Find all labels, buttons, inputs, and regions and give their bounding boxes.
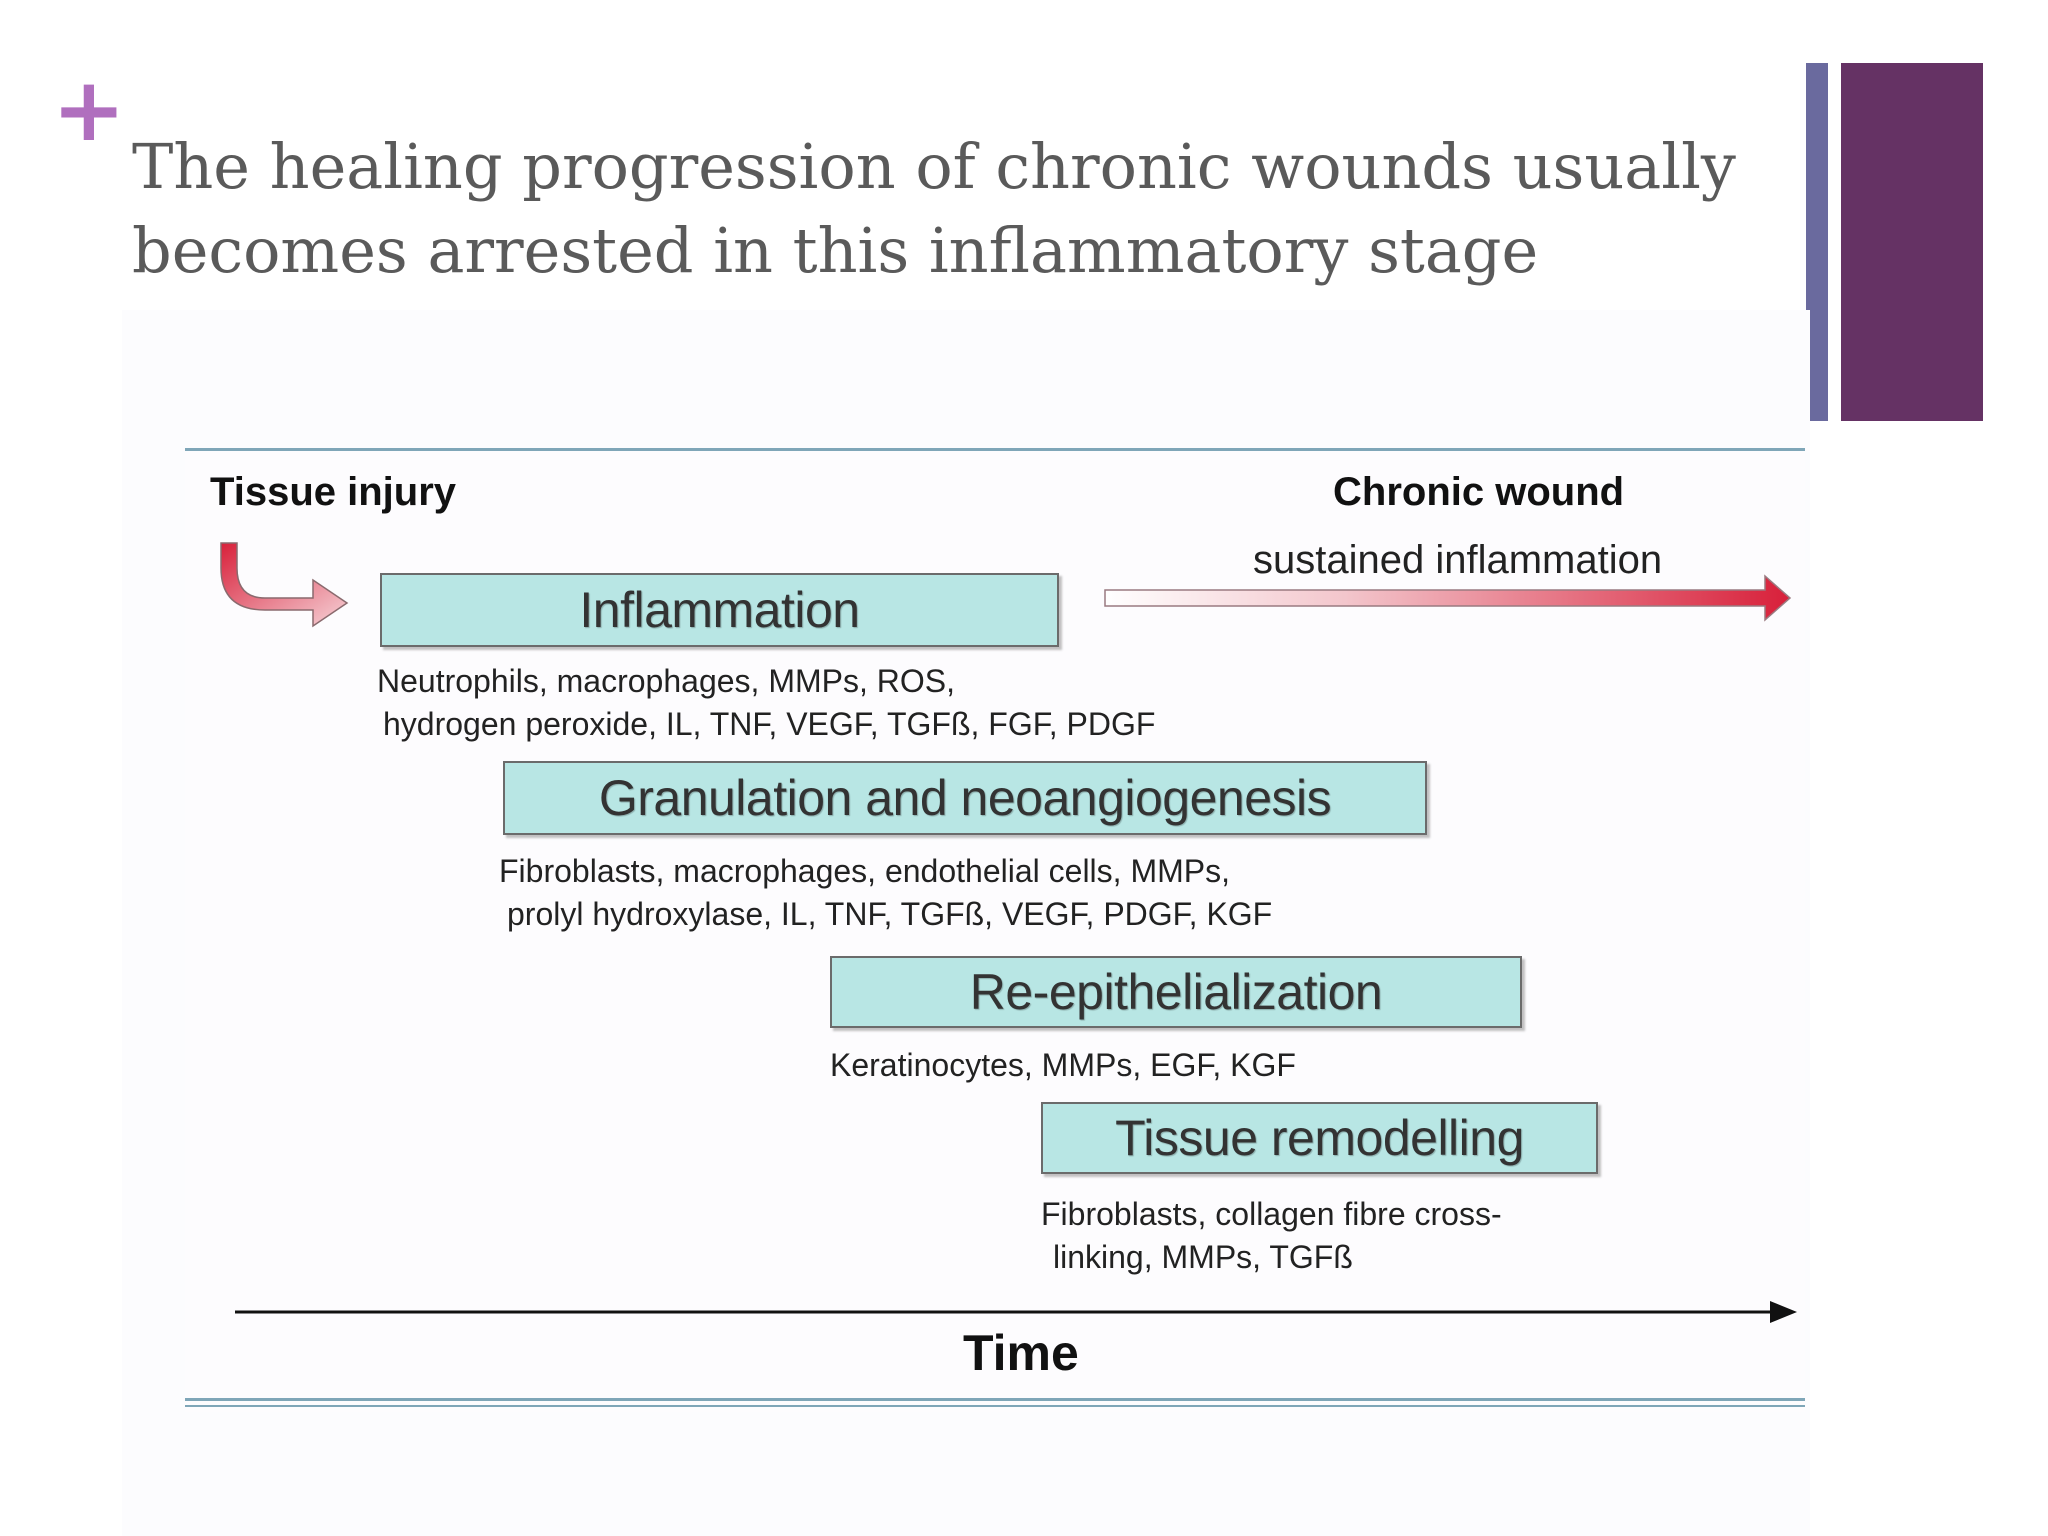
tissue-injury-label: Tissue injury xyxy=(210,470,457,514)
plus-icon: + xyxy=(52,58,126,161)
inflammation-details-line-1: Neutrophils, macrophages, MMPs, ROS, xyxy=(377,663,955,699)
diagram-arrows xyxy=(220,542,1797,1323)
chronic-wound-label: Chronic wound xyxy=(1333,470,1625,514)
granulation-details-line-1: Fibroblasts, macrophages, endothelial ce… xyxy=(499,853,1230,889)
time-axis-label: Time xyxy=(963,1325,1079,1381)
granulation-details-line-2: prolyl hydroxylase, IL, TNF, TGFß, VEGF,… xyxy=(507,896,1273,932)
tissue-remodelling-box: Tissue remodelling xyxy=(1041,1102,1598,1174)
re-epithelialization-details: Keratinocytes, MMPs, EGF, KGF xyxy=(830,1047,1296,1083)
re-epithelialization-box: Re-epithelialization xyxy=(830,956,1522,1028)
time-axis-arrowhead xyxy=(1770,1301,1797,1323)
wound-healing-diagram: Tissue injury Chronic wound sustained in… xyxy=(185,448,1805,1412)
tissue-remodelling-details-line-2: linking, MMPs, TGFß xyxy=(1053,1239,1353,1275)
figure-bottom-rule xyxy=(185,1398,1805,1401)
figure-bottom-rule-2 xyxy=(185,1405,1805,1407)
injury-bend-arrow xyxy=(220,542,349,628)
tissue-remodelling-details-line-1: Fibroblasts, collagen fibre cross- xyxy=(1041,1196,1502,1232)
sustained-inflammation-label: sustained inflammation xyxy=(1253,538,1663,582)
slide-title: The healing progression of chronic wound… xyxy=(132,130,1736,287)
granulation-box: Granulation and neoangiogenesis xyxy=(503,761,1427,835)
inflammation-box: Inflammation xyxy=(380,573,1059,647)
figure-top-rule xyxy=(185,448,1805,451)
accent-bar-wide xyxy=(1841,63,1983,421)
sustained-inflammation-arrow xyxy=(1104,574,1792,622)
inflammation-details-line-2: hydrogen peroxide, IL, TNF, VEGF, TGFß, … xyxy=(383,706,1156,742)
accent-bar-thin xyxy=(1806,63,1828,421)
